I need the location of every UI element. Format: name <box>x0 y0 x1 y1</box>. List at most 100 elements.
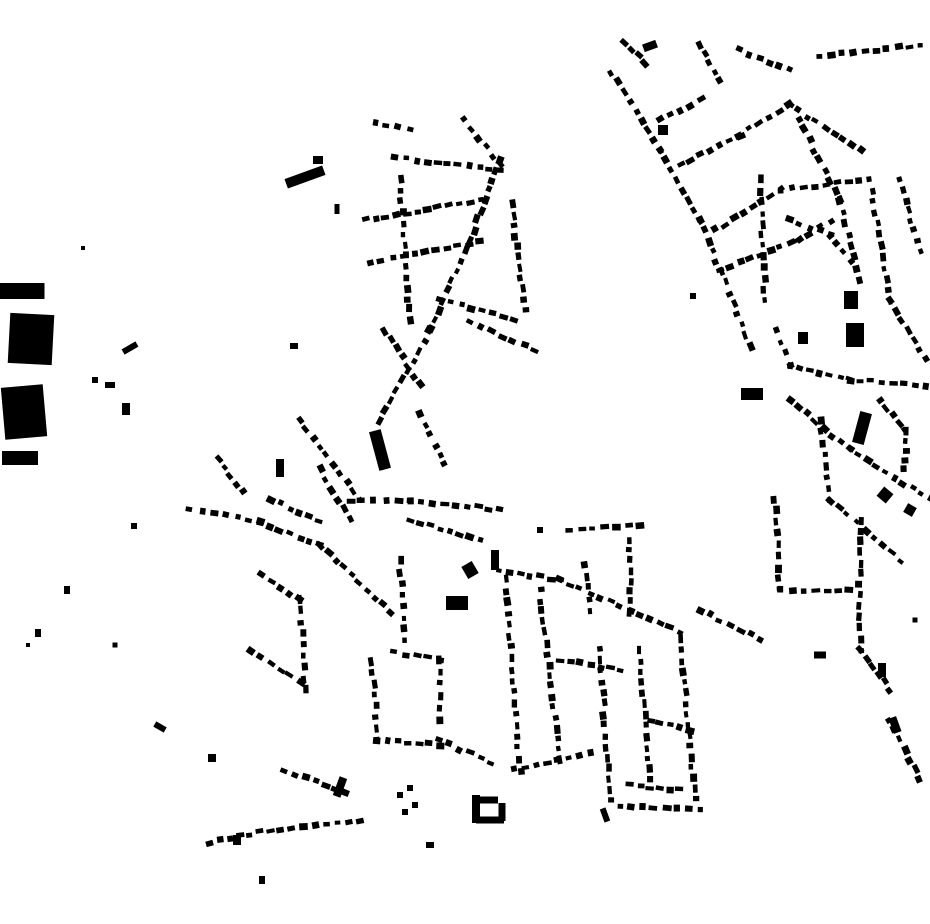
building <box>437 526 444 533</box>
building <box>606 763 612 772</box>
building <box>877 240 886 251</box>
building <box>846 323 864 347</box>
building <box>904 755 914 766</box>
building <box>715 141 724 150</box>
building <box>516 274 524 282</box>
building <box>600 720 607 728</box>
building <box>899 380 908 387</box>
building <box>858 568 864 577</box>
building <box>633 108 641 116</box>
building <box>81 246 85 250</box>
building <box>869 197 876 204</box>
building <box>305 537 313 546</box>
building <box>901 744 911 756</box>
building <box>876 486 894 504</box>
building <box>542 760 553 767</box>
building <box>912 617 918 623</box>
building <box>602 733 609 740</box>
building <box>453 161 462 167</box>
building <box>586 596 593 603</box>
building <box>685 156 696 166</box>
building <box>815 369 823 378</box>
building <box>313 156 323 164</box>
building <box>753 118 764 128</box>
building <box>673 804 680 812</box>
building <box>311 821 320 830</box>
building <box>890 474 899 483</box>
building <box>340 503 349 514</box>
building <box>855 276 864 285</box>
building <box>875 229 883 238</box>
building <box>205 839 214 848</box>
building <box>277 499 285 507</box>
building <box>275 826 285 834</box>
building <box>675 106 685 116</box>
building <box>911 382 920 389</box>
building <box>436 704 443 712</box>
building <box>366 259 375 267</box>
building <box>487 176 496 186</box>
building <box>435 655 442 665</box>
building <box>383 497 390 505</box>
building <box>514 242 522 250</box>
building <box>290 771 299 779</box>
building <box>256 569 266 579</box>
building <box>822 451 828 458</box>
building <box>880 676 890 686</box>
building <box>461 560 479 580</box>
building <box>642 698 647 709</box>
building <box>894 42 904 51</box>
building <box>547 672 552 680</box>
building <box>367 656 375 667</box>
building <box>259 876 265 884</box>
building <box>326 484 337 496</box>
building <box>238 486 248 496</box>
building <box>688 763 694 770</box>
building <box>711 68 719 76</box>
building <box>298 605 304 614</box>
building <box>760 285 767 294</box>
building <box>715 75 724 85</box>
building <box>584 572 590 582</box>
building <box>411 250 419 257</box>
building <box>819 423 831 435</box>
building <box>735 626 747 636</box>
building <box>647 717 656 724</box>
building <box>513 710 520 717</box>
building <box>648 805 658 811</box>
building <box>321 450 330 459</box>
building <box>689 206 698 215</box>
building <box>565 528 573 533</box>
building <box>535 572 545 579</box>
building <box>896 558 905 565</box>
building <box>131 523 137 529</box>
building <box>244 517 253 524</box>
building <box>502 588 510 596</box>
building <box>684 726 696 736</box>
building <box>391 385 400 395</box>
building <box>770 495 777 504</box>
building <box>617 803 624 809</box>
building <box>435 305 445 317</box>
building <box>520 283 527 293</box>
building <box>810 116 819 124</box>
building <box>607 597 616 605</box>
building <box>465 199 476 207</box>
building <box>667 721 674 728</box>
building <box>509 199 517 209</box>
building <box>368 668 375 676</box>
building <box>514 733 521 740</box>
building <box>266 659 276 668</box>
building <box>478 307 486 314</box>
building <box>515 252 522 261</box>
building <box>704 58 713 67</box>
building <box>634 50 644 60</box>
building <box>432 202 442 211</box>
building <box>323 547 335 558</box>
building <box>537 598 544 606</box>
building <box>403 362 412 372</box>
building <box>725 137 734 144</box>
building <box>335 469 344 478</box>
building <box>711 258 720 266</box>
building <box>821 123 832 133</box>
